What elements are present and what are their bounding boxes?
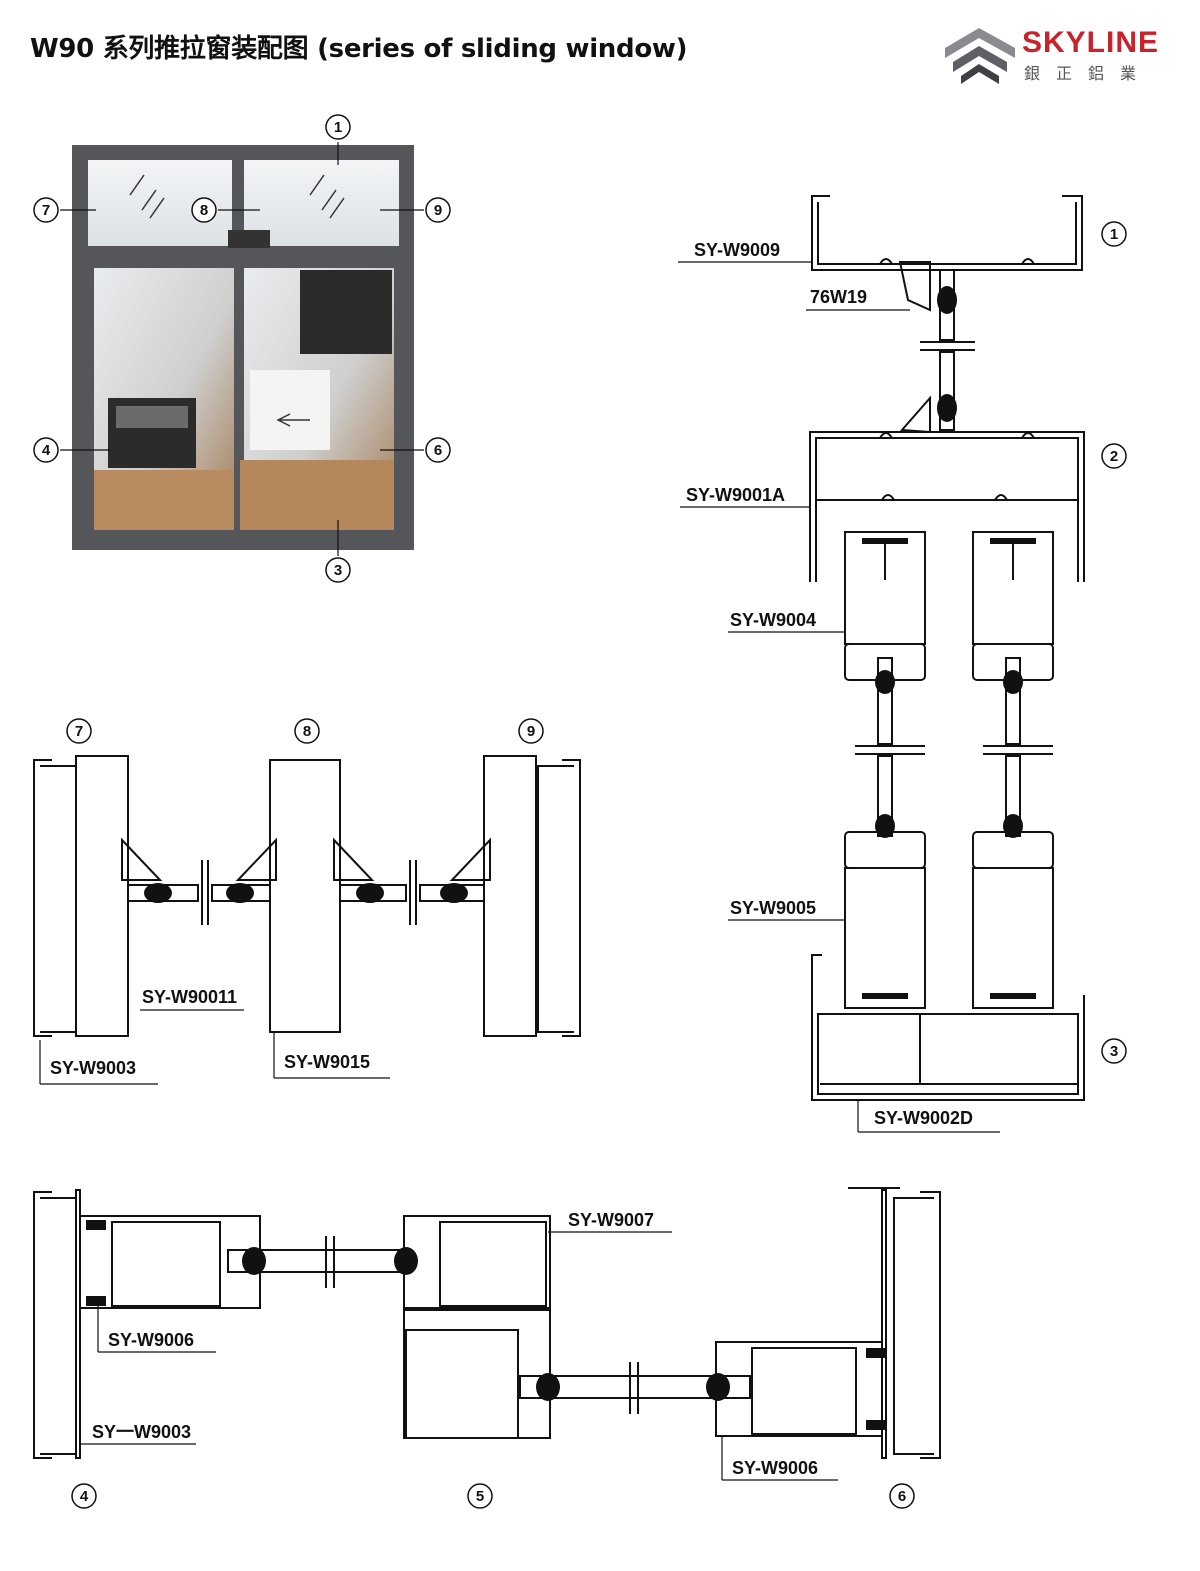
label-sy-w9004: SY-W9004 bbox=[730, 610, 816, 630]
label-sy-w9007: SY-W9007 bbox=[568, 1210, 654, 1230]
brand-name: SKYLINE bbox=[1022, 26, 1160, 59]
callout-4-section: 4 bbox=[80, 1488, 89, 1505]
callout-2-section: 2 bbox=[1110, 448, 1118, 465]
callout-3-section: 3 bbox=[1110, 1043, 1118, 1060]
label-sy-w9015: SY-W9015 bbox=[284, 1052, 370, 1072]
callout-4: 4 bbox=[42, 442, 51, 459]
transom-section bbox=[33, 755, 581, 1037]
vertical-section bbox=[809, 195, 1085, 1101]
label-sy-w9003-bottom: SY一W9003 bbox=[92, 1422, 191, 1442]
callout-1-section: 1 bbox=[1110, 226, 1118, 243]
label-sy-w9006-left: SY-W9006 bbox=[108, 1330, 194, 1350]
label-sy-w9002d: SY-W9002D bbox=[874, 1108, 973, 1128]
skyline-logo-icon bbox=[945, 28, 1015, 84]
label-sy-w9001a: SY-W9001A bbox=[686, 485, 785, 505]
callout-7-section: 7 bbox=[75, 723, 83, 740]
callout-8: 8 bbox=[200, 202, 208, 219]
label-sy-w9003: SY-W9003 bbox=[50, 1058, 136, 1078]
label-sy-w9009: SY-W9009 bbox=[694, 240, 780, 260]
window-elevation bbox=[72, 145, 414, 550]
label-sy-w9005: SY-W9005 bbox=[730, 898, 816, 918]
callout-5-section: 5 bbox=[476, 1488, 484, 1505]
label-76w19: 76W19 bbox=[810, 287, 867, 307]
callout-9-section: 9 bbox=[527, 723, 535, 740]
label-sy-w9006-right: SY-W9006 bbox=[732, 1458, 818, 1478]
callout-9: 9 bbox=[434, 202, 442, 219]
callout-8-section: 8 bbox=[303, 723, 311, 740]
page-title: W90 系列推拉窗装配图 (series of sliding window) bbox=[30, 34, 688, 64]
brand-subtitle: 銀正鋁業 bbox=[1024, 64, 1153, 83]
callout-7: 7 bbox=[42, 202, 50, 219]
callout-6-section: 6 bbox=[898, 1488, 906, 1505]
callout-1: 1 bbox=[334, 119, 342, 136]
callout-3: 3 bbox=[334, 562, 342, 579]
horizontal-section bbox=[33, 1187, 941, 1459]
label-sy-w90011: SY-W90011 bbox=[142, 987, 237, 1007]
callout-6: 6 bbox=[434, 442, 442, 459]
